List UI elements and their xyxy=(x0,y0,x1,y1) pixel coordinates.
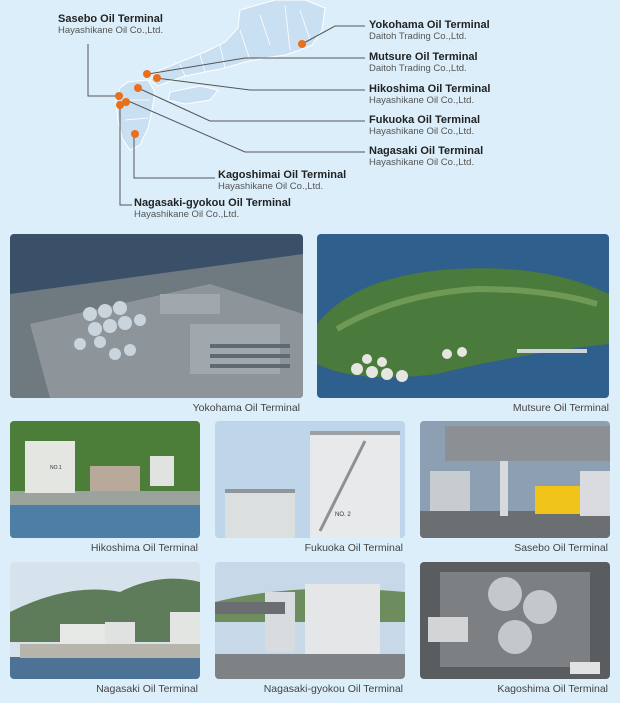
label-company: Hayashikane Oil Co.,Ltd. xyxy=(369,125,475,137)
photo-nagasaki xyxy=(10,562,200,679)
label-hikoshima: Hikoshima Oil Terminal Hayashikane Oil C… xyxy=(369,83,490,107)
japan-land-shape xyxy=(149,0,326,87)
caption-hikoshima: Hikoshima Oil Terminal xyxy=(90,542,198,554)
label-name: Sasebo Oil Terminal xyxy=(58,13,163,25)
shikoku-land-shape xyxy=(167,85,219,105)
photo-yokohama xyxy=(10,234,303,398)
marker-yokohama xyxy=(298,40,306,48)
tank-marking: NO. 2 xyxy=(335,512,351,518)
caption-yokohama: Yokohama Oil Terminal xyxy=(192,402,300,414)
label-company: Hayashikane Oil Co.,Ltd. xyxy=(58,24,164,36)
photo-sasebo xyxy=(420,421,610,538)
terminal-markers xyxy=(115,40,306,138)
label-mutsure: Mutsure Oil Terminal Daitoh Trading Co.,… xyxy=(369,51,478,75)
caption-nagasaki-gyokou: Nagasaki-gyokou Oil Terminal xyxy=(263,683,403,695)
photo-hikoshima: NO.1 xyxy=(10,421,200,538)
label-sasebo: Sasebo Oil Terminal Hayashikane Oil Co.,… xyxy=(58,13,163,37)
label-kagoshima: Kagoshimai Oil Terminal Hayashikane Oil … xyxy=(218,169,346,193)
label-company: Hayashikane Oil Co.,Ltd. xyxy=(369,156,475,168)
japan-map-graphic xyxy=(87,0,365,206)
label-name: Yokohama Oil Terminal xyxy=(369,19,490,31)
label-name: Mutsure Oil Terminal xyxy=(369,51,478,63)
label-company: Daitoh Trading Co.,Ltd. xyxy=(369,62,467,74)
leader-yokohama xyxy=(301,25,365,45)
prefecture-lines xyxy=(124,4,311,121)
label-yokohama: Yokohama Oil Terminal Daitoh Trading Co.… xyxy=(369,19,490,43)
caption-mutsure: Mutsure Oil Terminal xyxy=(512,402,609,414)
marker-hikoshima xyxy=(153,74,161,82)
leader-mutsure xyxy=(147,57,365,75)
leader-nagasaki xyxy=(125,99,365,153)
label-company: Daitoh Trading Co.,Ltd. xyxy=(369,30,467,42)
marker-fukuoka xyxy=(134,84,142,92)
leader-kagoshima xyxy=(133,134,215,179)
caption-kagoshima: Kagoshima Oil Terminal xyxy=(497,683,608,695)
photo-kagoshima xyxy=(420,562,610,679)
label-company: Hayashikane Oil Co.,Ltd. xyxy=(369,94,475,106)
leader-hikoshima xyxy=(155,77,365,91)
label-fukuoka: Fukuoka Oil Terminal Hayashikane Oil Co.… xyxy=(369,114,480,138)
leader-fukuoka xyxy=(137,87,365,122)
label-name: Kagoshimai Oil Terminal xyxy=(218,169,347,181)
leader-lines xyxy=(87,25,365,206)
caption-nagasaki: Nagasaki Oil Terminal xyxy=(96,683,198,695)
marker-sasebo xyxy=(115,92,123,100)
leader-sasebo xyxy=(87,44,118,97)
label-nagasaki: Nagasaki Oil Terminal Hayashikane Oil Co… xyxy=(369,145,483,169)
label-name: Nagasaki Oil Terminal xyxy=(369,145,484,157)
label-name: Hikoshima Oil Terminal xyxy=(369,83,491,95)
terminal-map: Sasebo Oil Terminal Hayashikane Oil Co.,… xyxy=(0,0,620,228)
label-nagasaki-gyokou: Nagasaki-gyokou Oil Terminal Hayashikane… xyxy=(134,197,291,221)
photo-fukuoka: NO. 2 xyxy=(215,421,405,538)
marker-nagasaki-gyokou xyxy=(116,101,124,109)
tank-marking: NO.1 xyxy=(50,465,62,471)
caption-fukuoka: Fukuoka Oil Terminal xyxy=(304,542,403,554)
marker-nagasaki xyxy=(122,98,130,106)
leader-nagasaki-gyokou xyxy=(119,104,132,206)
label-company: Hayashikane Oil Co.,Ltd. xyxy=(218,180,324,192)
label-name: Nagasaki-gyokou Oil Terminal xyxy=(134,197,291,209)
photo-mutsure xyxy=(317,234,609,398)
marker-mutsure xyxy=(143,70,151,78)
caption-sasebo: Sasebo Oil Terminal xyxy=(514,542,608,554)
marker-kagoshima xyxy=(131,130,139,138)
label-name: Fukuoka Oil Terminal xyxy=(369,114,481,126)
label-company: Hayashikane Oil Co.,Ltd. xyxy=(134,208,240,220)
photo-nagasaki-gyokou xyxy=(215,562,405,679)
